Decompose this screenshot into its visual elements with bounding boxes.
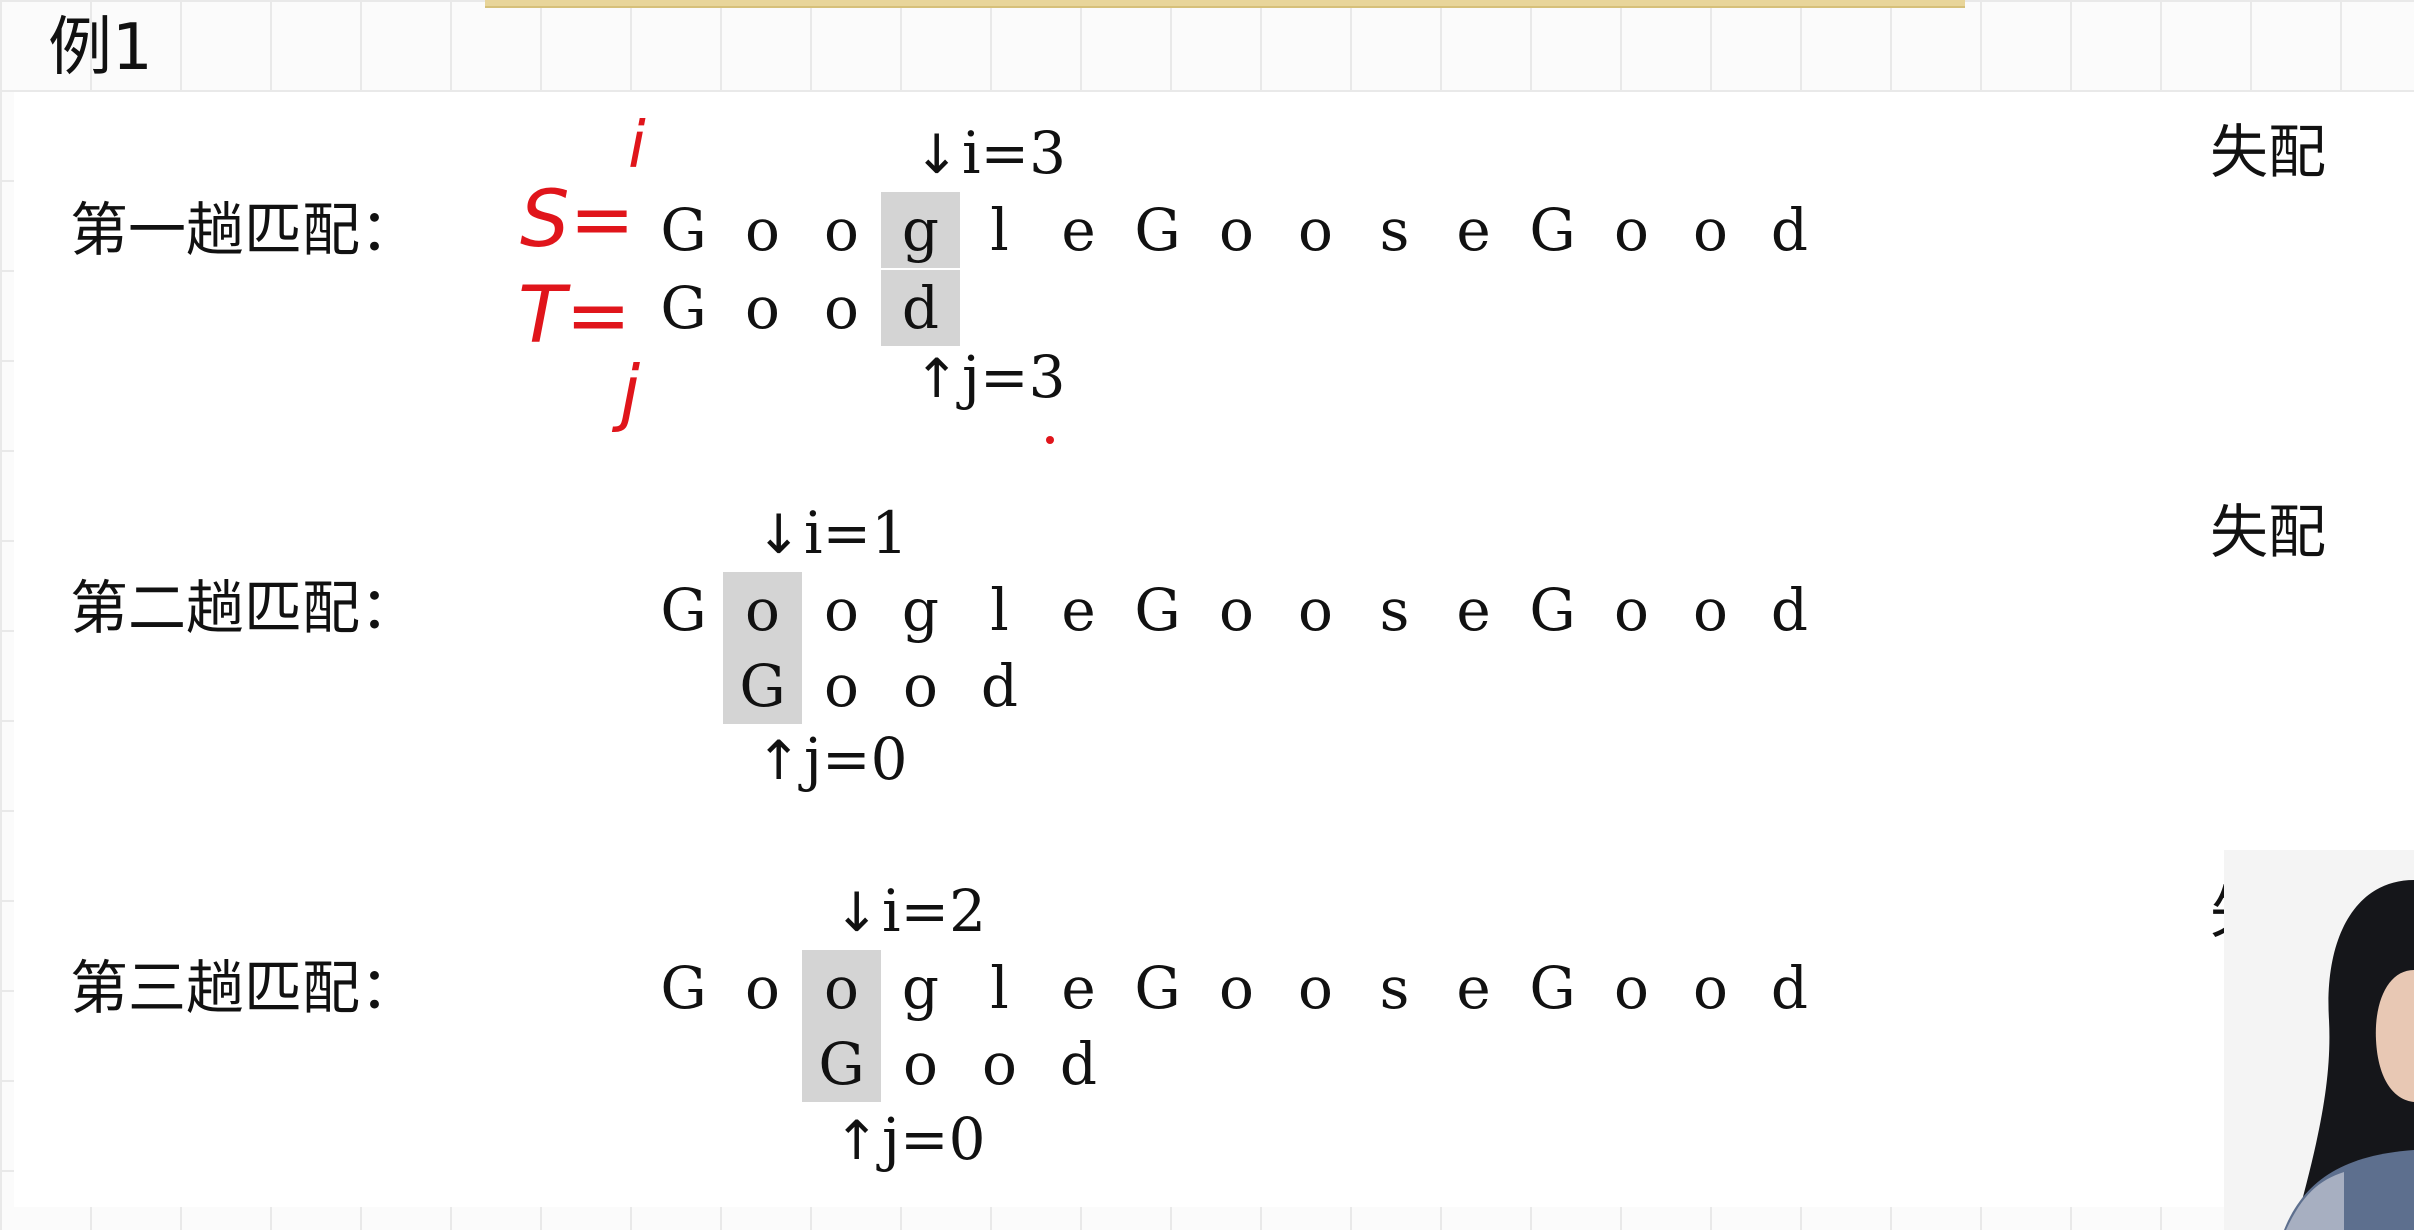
handwritten-i-mark: i [628, 109, 646, 183]
text-char: o [1219, 576, 1254, 644]
pattern-char-highlighted: d [881, 270, 960, 346]
text-char: G [1529, 576, 1576, 644]
row-label: 第一趟匹配： [70, 196, 419, 264]
text-char: l [990, 576, 1009, 644]
text-char: G [660, 954, 707, 1022]
i-value: i=1 [804, 499, 909, 567]
pattern-char: o [745, 274, 780, 342]
text-char: s [1379, 576, 1410, 644]
pattern-char: o [903, 652, 938, 720]
text-char: g [901, 576, 940, 644]
pattern-char-highlighted: G [802, 1026, 881, 1102]
text-char: o [1693, 196, 1728, 264]
text-char: o [1614, 196, 1649, 264]
status-label: 失配 [2210, 498, 2327, 566]
text-char: o [1298, 196, 1333, 264]
j-value: j=0 [804, 725, 908, 793]
example-title: 例1 [48, 11, 153, 85]
handwritten-t-label: T= [518, 271, 632, 361]
text-char: o [1298, 954, 1333, 1022]
text-char: s [1379, 954, 1410, 1022]
handwritten-s-label: S= [520, 175, 635, 265]
text-char: l [990, 954, 1009, 1022]
i-pointer: ↓i=1 [756, 498, 908, 570]
pattern-char: d [1059, 1030, 1098, 1098]
text-char: G [660, 576, 707, 644]
text-char: e [1456, 576, 1491, 644]
text-char: o [1693, 576, 1728, 644]
pattern-char-highlighted: G [723, 648, 802, 724]
text-char: o [1693, 954, 1728, 1022]
up-arrow-icon: ↑ [756, 729, 802, 792]
status-label: 失配 [2210, 118, 2327, 186]
up-arrow-icon: ↑ [914, 347, 960, 410]
text-char: o [745, 196, 780, 264]
j-value: j=0 [882, 1105, 986, 1173]
pattern-char: o [982, 1030, 1017, 1098]
top-banner [485, 0, 1965, 8]
text-char: G [1134, 576, 1181, 644]
pattern-char: o [824, 274, 859, 342]
i-pointer: ↓i=2 [834, 876, 986, 948]
j-pointer: ↑j=0 [756, 724, 907, 796]
up-arrow-icon: ↑ [834, 1109, 880, 1172]
j-pointer: ↑j=0 [834, 1104, 985, 1176]
text-char: d [1770, 954, 1809, 1022]
pattern-char: d [980, 652, 1019, 720]
j-value: j=3 [962, 343, 1066, 411]
text-char: l [990, 196, 1009, 264]
presenter-silhouette [2224, 850, 2414, 1230]
text-char: G [1529, 196, 1576, 264]
text-char: e [1061, 196, 1096, 264]
slide-canvas [14, 92, 2414, 1207]
text-char-highlighted: o [802, 950, 881, 1026]
text-char: o [745, 954, 780, 1022]
text-char: o [824, 196, 859, 264]
handwritten-j-mark: j [620, 350, 641, 434]
text-char: o [1219, 196, 1254, 264]
i-pointer: ↓i=3 [914, 118, 1066, 190]
text-char: o [1298, 576, 1333, 644]
pattern-char: G [660, 274, 707, 342]
text-char: g [901, 954, 940, 1022]
text-char: s [1379, 196, 1410, 264]
text-char: e [1061, 576, 1096, 644]
text-char-highlighted: o [723, 572, 802, 648]
down-arrow-icon: ↓ [834, 881, 880, 944]
text-char: o [824, 576, 859, 644]
down-arrow-icon: ↓ [914, 123, 960, 186]
text-char: o [1614, 954, 1649, 1022]
text-char: d [1770, 576, 1809, 644]
presenter-video [2224, 850, 2414, 1230]
text-char: e [1456, 954, 1491, 1022]
text-char: o [1614, 576, 1649, 644]
j-pointer: ↑j=3 [914, 342, 1065, 414]
row-label: 第三趟匹配： [70, 954, 419, 1022]
pattern-char: o [903, 1030, 938, 1098]
text-char: G [1134, 196, 1181, 264]
text-char: d [1770, 196, 1809, 264]
text-char: e [1061, 954, 1096, 1022]
text-char: G [1529, 954, 1576, 1022]
i-value: i=3 [962, 119, 1067, 187]
down-arrow-icon: ↓ [756, 503, 802, 566]
pattern-char: o [824, 652, 859, 720]
i-value: i=2 [882, 877, 987, 945]
row-label: 第二趟匹配： [70, 574, 419, 642]
text-char: G [1134, 954, 1181, 1022]
text-char-highlighted: g [881, 192, 960, 268]
text-char: o [1219, 954, 1254, 1022]
text-char: e [1456, 196, 1491, 264]
text-char: G [660, 196, 707, 264]
